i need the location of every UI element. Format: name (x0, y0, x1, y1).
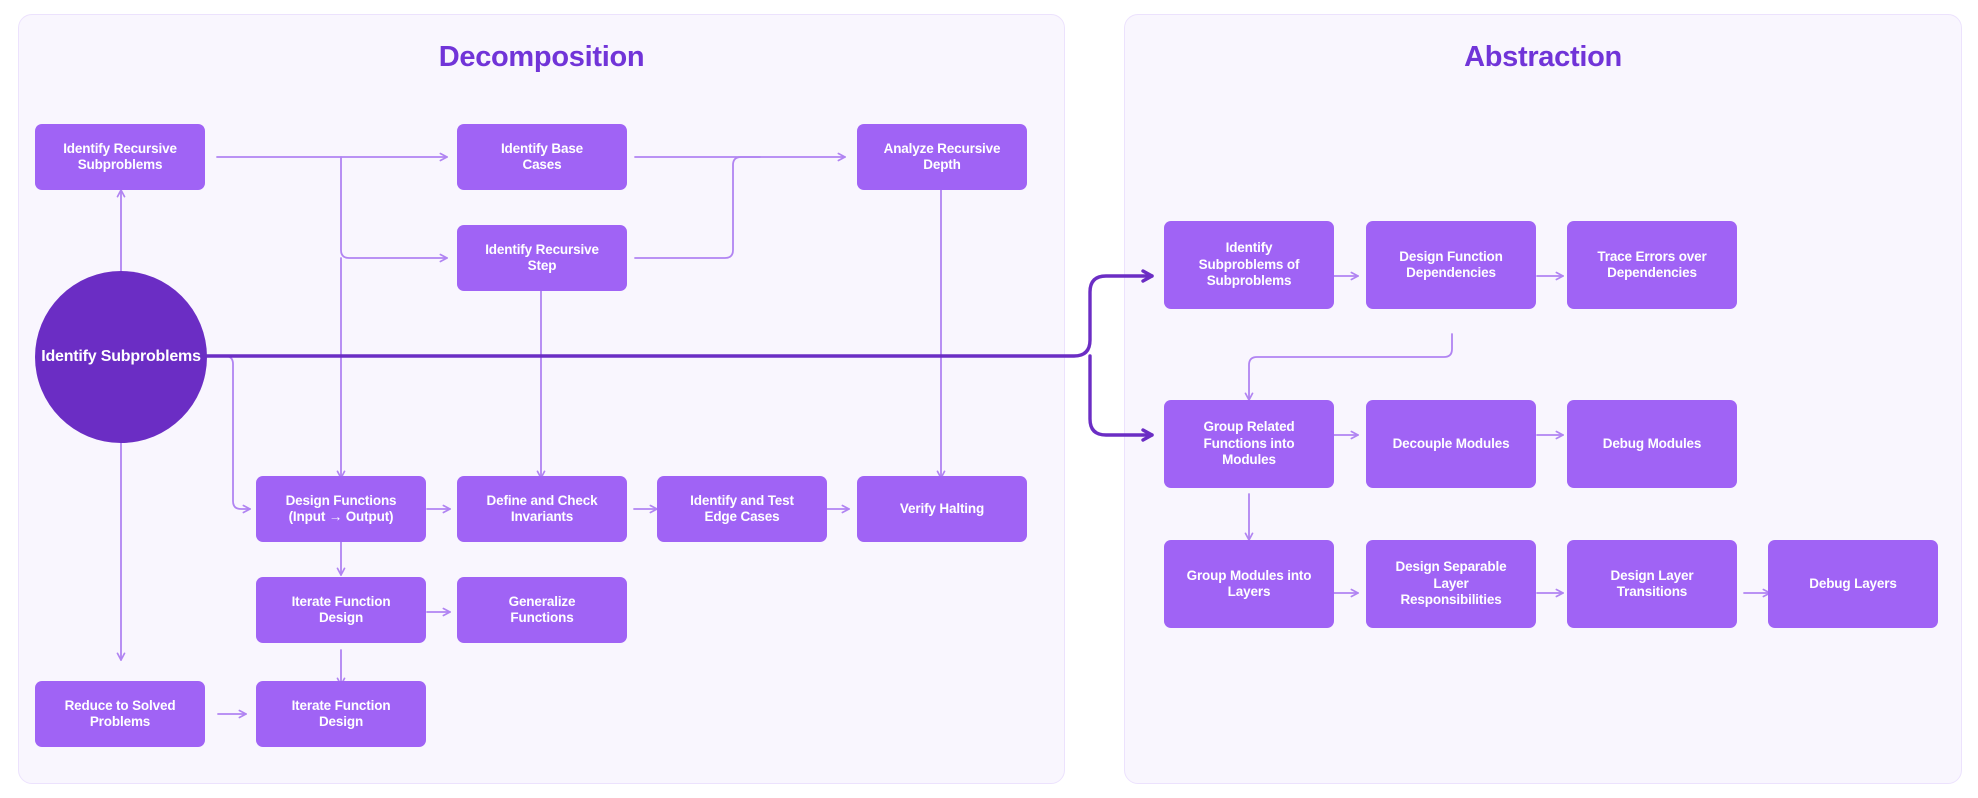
hub-identify-subproblems[interactable]: Identify Subproblems (35, 271, 207, 443)
edge-branch-to-recursive-step (340, 156, 448, 263)
node-label-line2: Invariants (510, 509, 574, 524)
node-label-line2: Layers (1227, 584, 1271, 599)
node-decouple-modules[interactable]: Decouple Modules (1366, 400, 1536, 488)
node-label-line2: (Input → Output) (288, 509, 394, 524)
node-design-layer-transitions[interactable]: Design Layer Transitions (1567, 540, 1737, 628)
node-label-line1: Verify Halting (899, 500, 985, 516)
node-label-line1: Generalize (508, 593, 576, 609)
node-define-and-check-invariants[interactable]: Define and Check Invariants (457, 476, 627, 542)
node-reduce-to-solved-problems[interactable]: Reduce to Solved Problems (35, 681, 205, 747)
node-label-line1: Reduce to Solved (64, 697, 176, 713)
hub-label-line2: Subproblems (100, 348, 201, 365)
node-label-line1: Analyze Recursive (883, 140, 1001, 156)
node-label-line2: Design (318, 714, 364, 729)
node-label-line1: Design Function (1399, 248, 1503, 264)
node-debug-layers[interactable]: Debug Layers (1768, 540, 1938, 628)
node-label-line1: Identify Recursive (63, 140, 177, 156)
node-label-line3: Subproblems (1206, 273, 1292, 289)
hub-label-line1: Identify (41, 348, 97, 365)
edge-dfd-to-grfim (1244, 333, 1453, 401)
edge-hub-trunk (205, 269, 1154, 358)
node-iterate-function-design-1[interactable]: Iterate Function Design (256, 577, 426, 643)
node-label-line1: Decouple Modules (1392, 435, 1510, 451)
node-design-separable-layer-responsibilities[interactable]: Design Separable Layer Responsibilities (1366, 540, 1536, 628)
node-label-line1: Identify Base (500, 140, 584, 156)
node-label-line1: Define and Check (486, 492, 598, 508)
node-label-line1: Identify Recursive (485, 241, 599, 257)
node-label-line2: Dependencies (1406, 265, 1496, 280)
panel-title-decomposition: Decomposition (438, 41, 645, 73)
node-label-line1: Debug Modules (1602, 435, 1702, 451)
node-label-line2: Transitions (1616, 584, 1688, 599)
edge-hub-to-design-functions (216, 355, 251, 514)
node-design-functions[interactable]: Design Functions (Input → Output) (256, 476, 426, 542)
node-label-line2: Cases (522, 157, 562, 172)
node-identify-recursive-step[interactable]: Identify Recursive Step (457, 225, 627, 291)
node-label-line2: Subproblems of (1198, 256, 1300, 272)
node-identify-and-test-edge-cases[interactable]: Identify and Test Edge Cases (657, 476, 827, 542)
node-label-line3: Modules (1222, 452, 1276, 468)
node-label-line1: Identify and Test (690, 492, 794, 508)
node-label-line2: Dependencies (1607, 265, 1697, 280)
node-identify-base-cases[interactable]: Identify Base Cases (457, 124, 627, 190)
node-label-line2: Functions (510, 610, 574, 625)
node-label-line1: Design Functions (285, 492, 397, 508)
node-label-line1: Iterate Function (291, 697, 391, 713)
node-label-line2: Problems (89, 714, 151, 729)
node-group-related-functions-into-modules[interactable]: Group Related Functions into Modules (1164, 400, 1334, 488)
node-label-line1: Design Separable (1395, 559, 1507, 575)
node-label-line2: Functions into (1203, 435, 1295, 451)
node-label-line1: Design Layer (1610, 567, 1694, 583)
node-identify-recursive-subproblems[interactable]: Identify Recursive Subproblems (35, 124, 205, 190)
node-analyze-recursive-depth[interactable]: Analyze Recursive Depth (857, 124, 1027, 190)
node-iterate-function-design-2[interactable]: Iterate Function Design (256, 681, 426, 747)
node-generalize-functions[interactable]: Generalize Functions (457, 577, 627, 643)
node-label-line2: Depth (923, 157, 961, 172)
node-label-line1: Group Modules into (1186, 567, 1312, 583)
panel-abstraction: Abstraction (1124, 14, 1962, 784)
node-label-line2: Edge Cases (704, 509, 780, 524)
node-label-line1: Debug Layers (1809, 575, 1897, 591)
node-group-modules-into-layers[interactable]: Group Modules into Layers (1164, 540, 1334, 628)
node-label-line1: Group Related (1203, 419, 1295, 435)
node-debug-modules[interactable]: Debug Modules (1567, 400, 1737, 488)
node-label-line1: Iterate Function (291, 593, 391, 609)
node-trace-errors-over-dependencies[interactable]: Trace Errors over Dependencies (1567, 221, 1737, 309)
edge-hub-trunk-branch (1088, 354, 1154, 442)
node-identify-subproblems-of-subproblems[interactable]: Identify Subproblems of Subproblems (1164, 221, 1334, 309)
node-label-line2: Layer (1433, 575, 1469, 591)
node-label-line3: Responsibilities (1400, 592, 1502, 608)
panel-title-abstraction: Abstraction (1464, 41, 1622, 73)
node-label-line2: Subproblems (77, 157, 163, 172)
node-label-line2: Design (318, 610, 364, 625)
node-label-line1: Trace Errors over (1597, 248, 1707, 264)
edge-recursive-step-to-depth (634, 156, 761, 259)
node-design-function-dependencies[interactable]: Design Function Dependencies (1366, 221, 1536, 309)
node-label-line1: Identify (1225, 240, 1273, 256)
node-verify-halting[interactable]: Verify Halting (857, 476, 1027, 542)
node-label-line2: Step (527, 258, 557, 273)
